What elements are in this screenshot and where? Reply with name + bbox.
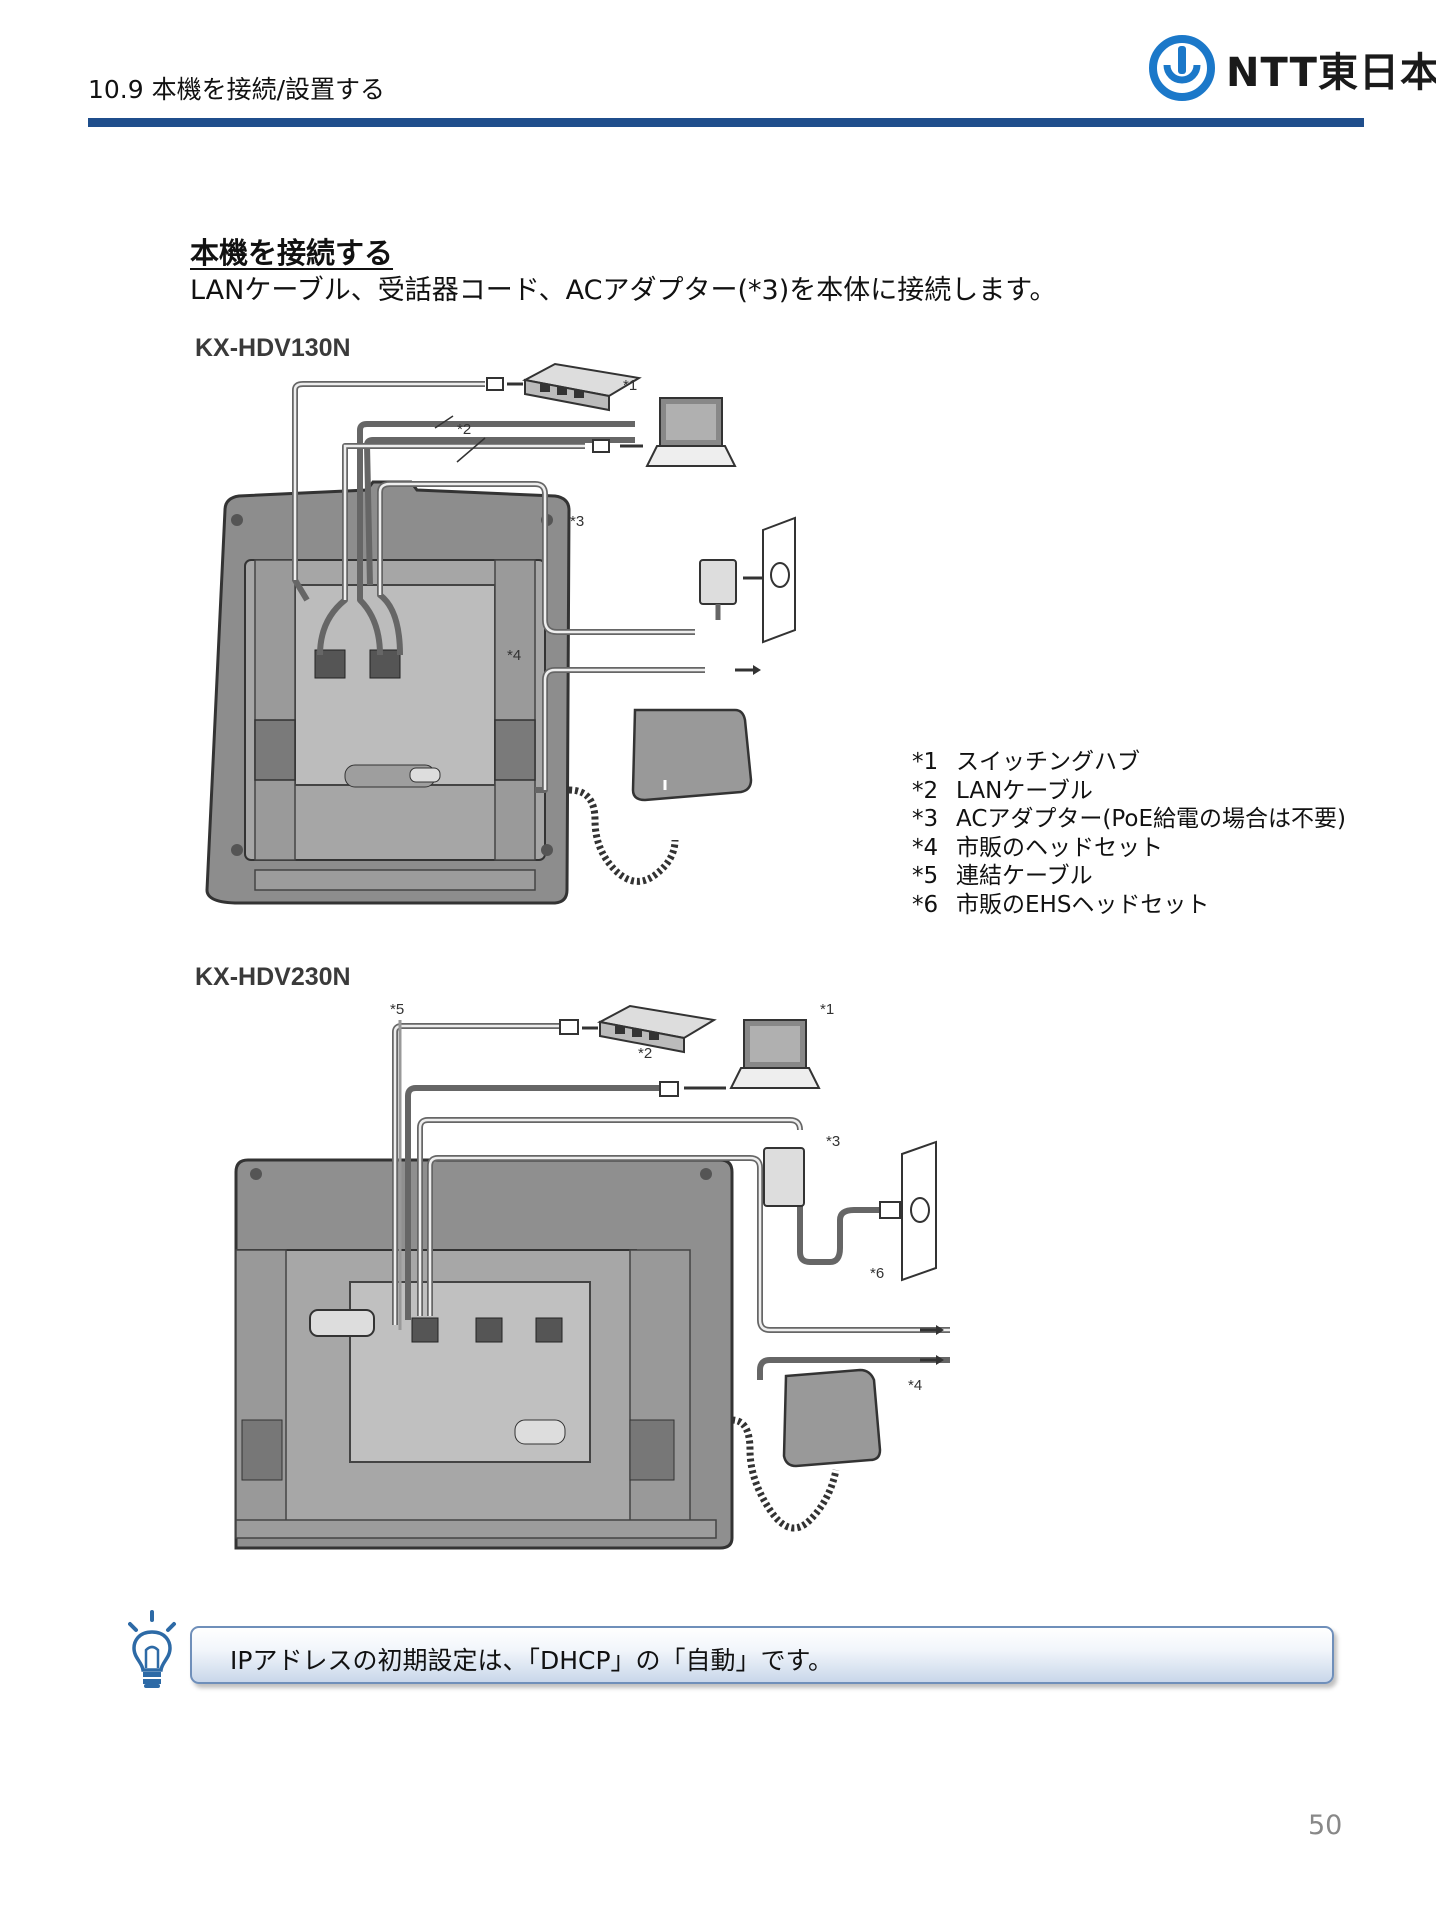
- label-star4-130: *4: [507, 647, 521, 664]
- label-star1-130: *1: [623, 377, 637, 394]
- label-star2-230: *2: [638, 1045, 652, 1062]
- model-label-1: KX-HDV130N: [195, 334, 351, 362]
- ntt-logo: NTT東日本: [1146, 32, 1436, 104]
- label-star3-230: *3: [826, 1133, 840, 1150]
- handset-130: [631, 708, 753, 802]
- header-rule: [88, 118, 1364, 127]
- intro-text: LANケーブル、受話器コード、ACアダプター(*3)を本体に接続します。: [190, 275, 1057, 306]
- label-star6-230: *6: [870, 1265, 884, 1282]
- connection-diagram-2: *1 *2 *3 *4 *5 *6: [234, 1001, 950, 1550]
- label-star3-130: *3: [570, 513, 584, 530]
- logo-wordmark: NTT東日本: [1226, 50, 1436, 96]
- label-star4-230: *4: [908, 1377, 922, 1394]
- switching-hub-230: [559, 1004, 717, 1054]
- label-star5-230: *5: [390, 1001, 404, 1018]
- handset-230: [782, 1368, 882, 1468]
- ac-adapter-230: [763, 1140, 937, 1282]
- page-heading: 本機を接続する: [190, 236, 394, 270]
- model-label-2: KX-HDV230N: [195, 963, 351, 991]
- laptop-230: [659, 1019, 821, 1097]
- ntt-logo-icon: [1149, 35, 1215, 101]
- label-star1-230: *1: [820, 1001, 834, 1018]
- connection-diagram-1: *1 *2 *3 *4: [205, 362, 796, 905]
- switching-hub-130: [486, 362, 642, 412]
- tip-text: IPアドレスの初期設定は、「DHCP」の「自動」です。: [230, 1646, 834, 1675]
- section-title: 10.9 本機を接続/設置する: [88, 75, 386, 104]
- ac-adapter-130: [699, 516, 796, 644]
- phone-body-130: [205, 480, 571, 905]
- label-star2-130: *2: [457, 421, 471, 438]
- laptop-130: [592, 397, 737, 467]
- lightbulb-icon: [128, 1610, 178, 1698]
- tip-box: IPアドレスの初期設定は、「DHCP」の「自動」です。: [190, 1626, 1334, 1684]
- phone-body-230: [234, 1158, 734, 1550]
- page-number: 50: [1308, 1810, 1343, 1841]
